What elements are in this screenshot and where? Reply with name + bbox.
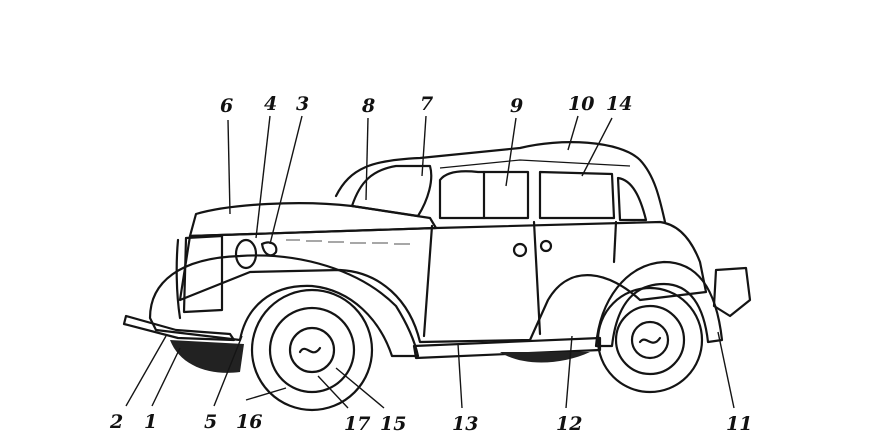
front-door-handle [512,242,528,258]
quarter-window [616,176,648,222]
rear-fender [594,260,724,348]
rear-hubcap [630,320,670,360]
front-fender [148,254,420,358]
label-15: 15 [380,413,406,435]
label-1: 1 [144,411,157,433]
hood [188,202,438,238]
front-door-seam [422,224,434,338]
headlamp [234,238,258,270]
hood-louvers [286,239,410,245]
car-body [122,141,752,412]
label-8: 8 [361,95,375,117]
center-door-seam [532,220,542,336]
label-12: 12 [556,413,582,435]
rear-window [538,170,616,220]
label-14: 14 [606,93,632,115]
windshield [350,164,433,218]
leader-lines [125,115,735,409]
label-4: 4 [264,93,277,115]
label-13: 13 [452,413,478,435]
front-hubcap [288,326,336,374]
side-lamp [260,241,278,257]
radiator-grille [182,234,224,314]
label-16: 16 [236,411,262,433]
front-window [438,170,530,220]
label-10: 10 [568,93,594,115]
rear-wheel [596,286,704,394]
rear-door-seam [612,220,618,264]
label-6: 6 [220,95,233,117]
label-9: 9 [510,95,523,117]
label-17: 17 [344,413,370,435]
front-wheel [250,288,374,412]
label-2: 2 [109,411,123,433]
label-7: 7 [420,93,433,115]
label-11: 11 [726,413,752,435]
underbody [500,352,590,363]
label-5: 5 [204,411,217,433]
roof-line-inner [439,159,631,169]
label-3: 3 [296,93,309,115]
nose [175,238,182,320]
number-labels: 6 4 3 8 7 9 10 14 2 1 5 16 17 15 13 12 1… [109,93,752,435]
rear-door-handle [539,239,553,253]
body-side [178,220,708,344]
rear-bumper [712,266,752,318]
front-underbody [170,340,244,373]
